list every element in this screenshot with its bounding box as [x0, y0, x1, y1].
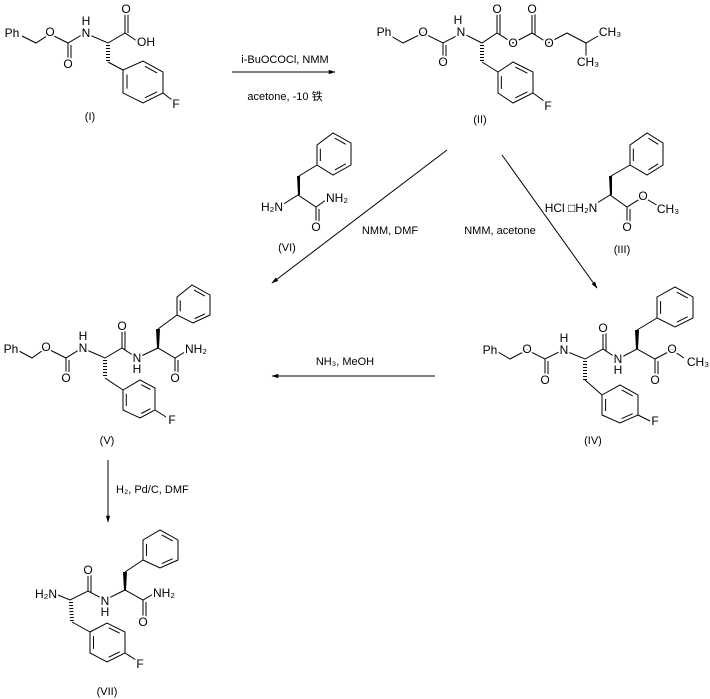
atom-label: O — [622, 220, 631, 234]
reaction-arrow — [501, 154, 598, 289]
aromatic-double-bond — [334, 163, 347, 171]
atom-label: N — [79, 341, 88, 355]
compound-IV: Ph O O H N O N H O O CH₃ F (IV) — [481, 286, 710, 447]
atom-label: H — [133, 362, 142, 376]
reagent-label: NH₃, MeOH — [316, 356, 374, 368]
atom-label: CH₃ — [657, 202, 679, 216]
atom-label: O — [45, 25, 54, 39]
atom-label: NH₂ — [185, 342, 207, 356]
compound-VI: H₂N O NH₂ (VI) — [259, 132, 352, 254]
aromatic-double-bond — [108, 651, 120, 658]
aromatic-double-bond — [648, 137, 659, 145]
atom-label: Ph — [5, 26, 20, 40]
atom-label: O — [667, 342, 676, 356]
atom-label: O — [41, 340, 50, 354]
aromatic-double-bond — [334, 137, 347, 145]
compound-label: (II) — [473, 114, 486, 126]
atom-label: O — [527, 2, 536, 16]
aromatic-double-bond — [515, 91, 528, 99]
reagent-label: NMM, DMF — [362, 225, 418, 237]
compound-label: (V) — [100, 435, 115, 447]
atom-label: O — [508, 36, 517, 50]
reagent-label: i-BuOCOCl, NMM — [241, 54, 328, 66]
atom-label: H₂N — [261, 200, 283, 214]
atom-label: F — [168, 413, 175, 427]
aromatic-double-bond — [161, 558, 173, 565]
reaction-arrow — [271, 149, 448, 284]
aromatic-double-bond — [621, 413, 633, 420]
atom-label: N — [457, 25, 466, 39]
compound-I: Ph O O H N O OH F (I) — [3, 0, 182, 123]
atom-label: H — [614, 363, 623, 377]
atom-label: F — [651, 414, 658, 428]
aromatic-double-bond — [621, 389, 633, 397]
aromatic-double-bond — [193, 289, 206, 297]
atom-label: N — [82, 26, 91, 40]
atom-label: N — [133, 351, 142, 365]
aromatic-double-bond — [194, 313, 206, 320]
atom-label: O — [121, 2, 130, 16]
compound-III: HCl □H₂N O O CH₃ (III) — [543, 132, 681, 256]
compound-label: (III) — [614, 244, 631, 256]
atom-label: N — [560, 343, 569, 357]
compound-V: Ph O O H N O N H O NH₂ F (V) — [2, 284, 211, 447]
atom-label: NH₂ — [153, 586, 175, 600]
atom-label: F — [544, 99, 551, 113]
atom-label: O — [83, 563, 92, 577]
atom-label: O — [492, 2, 501, 16]
compound-II: Ph O O H N O O O O CH₃ CH₃ F (II) — [375, 0, 624, 126]
compound-label: (VI) — [278, 242, 296, 254]
aromatic-double-bond — [648, 163, 659, 171]
atom-label: O — [638, 189, 647, 203]
atom-label: CH₃ — [687, 355, 709, 369]
atom-label: O — [650, 373, 659, 387]
atom-label: OH — [137, 35, 155, 49]
atom-label: O — [117, 319, 126, 333]
aromatic-double-bond — [676, 291, 688, 299]
atom-label: O — [170, 371, 179, 385]
atom-label: H — [101, 605, 110, 619]
atom-label: NH₂ — [326, 191, 348, 205]
atom-label: F — [136, 657, 143, 671]
atom-label: CH₃ — [599, 25, 621, 39]
atom-label: N — [101, 594, 110, 608]
atom-label: N — [614, 352, 623, 366]
aromatic-double-bond — [141, 408, 151, 414]
atom-label: H — [79, 329, 88, 343]
atom-label: O — [311, 220, 320, 234]
atom-label: H — [560, 331, 569, 345]
atom-label: HCl □H₂N — [545, 201, 598, 215]
atom-label: H — [82, 14, 91, 28]
compound-label: (IV) — [584, 435, 602, 447]
reagent-label: H₂, Pd/C, DMF — [116, 484, 189, 496]
atom-label: O — [418, 25, 427, 39]
atom-label: O — [438, 55, 447, 69]
condition-label: acetone, -10 铁 — [247, 90, 322, 103]
atom-label: O — [598, 321, 607, 335]
atom-label: H₂N — [35, 587, 57, 601]
atom-label: O — [540, 373, 549, 387]
aromatic-double-bond — [108, 627, 120, 634]
compound-label: (I) — [85, 111, 95, 123]
aromatic-double-bond — [676, 316, 688, 323]
aromatic-double-bond — [144, 65, 158, 74]
aromatic-double-bond — [161, 534, 173, 542]
atom-label: O — [544, 36, 553, 50]
compound-label: (VII) — [97, 686, 118, 698]
atom-label: CH₃ — [577, 55, 599, 69]
atom-label: F — [172, 97, 179, 111]
reagent-label: NMM, acetone — [464, 225, 536, 237]
atom-label: Ph — [377, 25, 392, 39]
compound-VII: H₂N O N H O NH₂ F (VII) — [33, 529, 179, 698]
atom-label: O — [522, 342, 531, 356]
atom-label: Ph — [483, 343, 498, 357]
atom-label: H — [454, 13, 463, 27]
atom-label: O — [61, 371, 70, 385]
aromatic-double-bond — [141, 384, 151, 390]
aromatic-double-bond — [515, 66, 528, 74]
atom-label: Ph — [4, 342, 19, 356]
atom-label: O — [138, 615, 147, 629]
atom-label: O — [63, 57, 72, 71]
aromatic-double-bond — [144, 91, 158, 99]
